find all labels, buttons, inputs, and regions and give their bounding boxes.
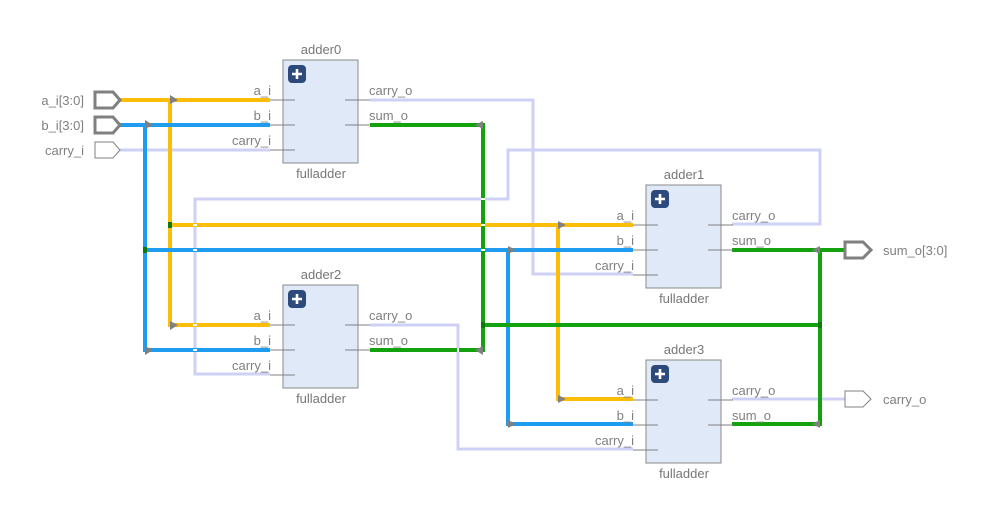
net-adder2-carry-o[interactable] [370,323,633,451]
ripper-marker [558,395,566,403]
pin-carry-o: carry_o [732,383,775,398]
pin-b-i: b_i [617,233,634,248]
ripper-marker [508,246,516,254]
net-carry-chain [120,98,845,451]
net-adder0-carry-o[interactable] [370,98,633,276]
pin-sum-o: sum_o [732,233,771,248]
junction-dot [818,322,822,328]
ripper-marker [475,346,483,355]
input-port-bus-icon [93,90,122,110]
pin-carry-i: carry_i [232,358,271,373]
port-label: a_i[3:0] [41,93,84,108]
plus-icon[interactable] [651,190,669,208]
port-label: b_i[3:0] [41,118,84,133]
output-port-bus-icon [843,240,874,260]
port-carry-i[interactable]: carry_i [45,141,121,159]
ripper-marker [508,420,516,428]
input-port-bus-icon [93,115,122,135]
cell-adder0[interactable]: adder0 a_i b_i carry_i carry_o sum_o ful… [232,42,412,181]
pin-carry-o: carry_o [732,208,775,223]
plus-icon[interactable] [288,65,306,83]
ripper-marker [812,420,820,428]
pin-a-i: a_i [617,208,634,223]
port-carry-o[interactable]: carry_o [844,390,926,408]
cell-type-name: fulladder [659,291,710,306]
pin-b-i: b_i [254,108,271,123]
junction-dot [143,247,147,253]
junction-dots [143,222,822,328]
crossing-gaps [193,198,485,352]
pin-sum-o: sum_o [369,108,408,123]
cell-adder3[interactable]: adder3 a_i b_i carry_i carry_o sum_o ful… [595,342,775,481]
pin-a-i: a_i [254,308,271,323]
ripper-marker [812,246,820,254]
cell-instance-name: adder1 [664,167,704,182]
cell-instance-name: adder2 [301,267,341,282]
pin-a-i: a_i [617,383,634,398]
port-label: carry_i [45,143,84,158]
ripper-marker [145,346,153,355]
ripper-marker [170,321,178,330]
bus-rippers [145,95,820,428]
junction-dot [481,322,485,328]
pin-sum-o: sum_o [732,408,771,423]
cell-instance-name: adder0 [301,42,341,57]
ripper-marker [475,121,483,129]
input-port-icon [94,141,121,159]
port-sum-o[interactable]: sum_o[3:0] [843,240,947,260]
pin-a-i: a_i [254,83,271,98]
ripper-marker [558,221,566,229]
cell-adder2[interactable]: adder2 a_i b_i carry_i carry_o sum_o ful… [232,267,412,406]
pin-sum-o: sum_o [369,333,408,348]
output-port-icon [844,390,872,408]
ripper-marker [170,95,178,104]
junction-dot [168,222,172,228]
pin-carry-o: carry_o [369,308,412,323]
plus-icon[interactable] [651,365,669,383]
net-adder1-carry-o[interactable] [193,148,822,376]
cell-type-name: fulladder [296,391,347,406]
pin-b-i: b_i [254,333,271,348]
ripper-marker [145,120,153,129]
port-label: carry_o [883,392,926,407]
cell-type-name: fulladder [296,166,347,181]
cell-instance-name: adder3 [664,342,704,357]
pin-carry-i: carry_i [595,433,634,448]
pin-carry-o: carry_o [369,83,412,98]
port-label: sum_o[3:0] [883,243,947,258]
pin-b-i: b_i [617,408,634,423]
port-a-i[interactable]: a_i[3:0] [41,90,122,110]
port-b-i[interactable]: b_i[3:0] [41,115,122,135]
cell-type-name: fulladder [659,466,710,481]
plus-icon[interactable] [288,290,306,308]
pin-carry-i: carry_i [232,133,271,148]
cell-adder1[interactable]: adder1 a_i b_i carry_i carry_o sum_o ful… [595,167,775,306]
pin-carry-i: carry_i [595,258,634,273]
